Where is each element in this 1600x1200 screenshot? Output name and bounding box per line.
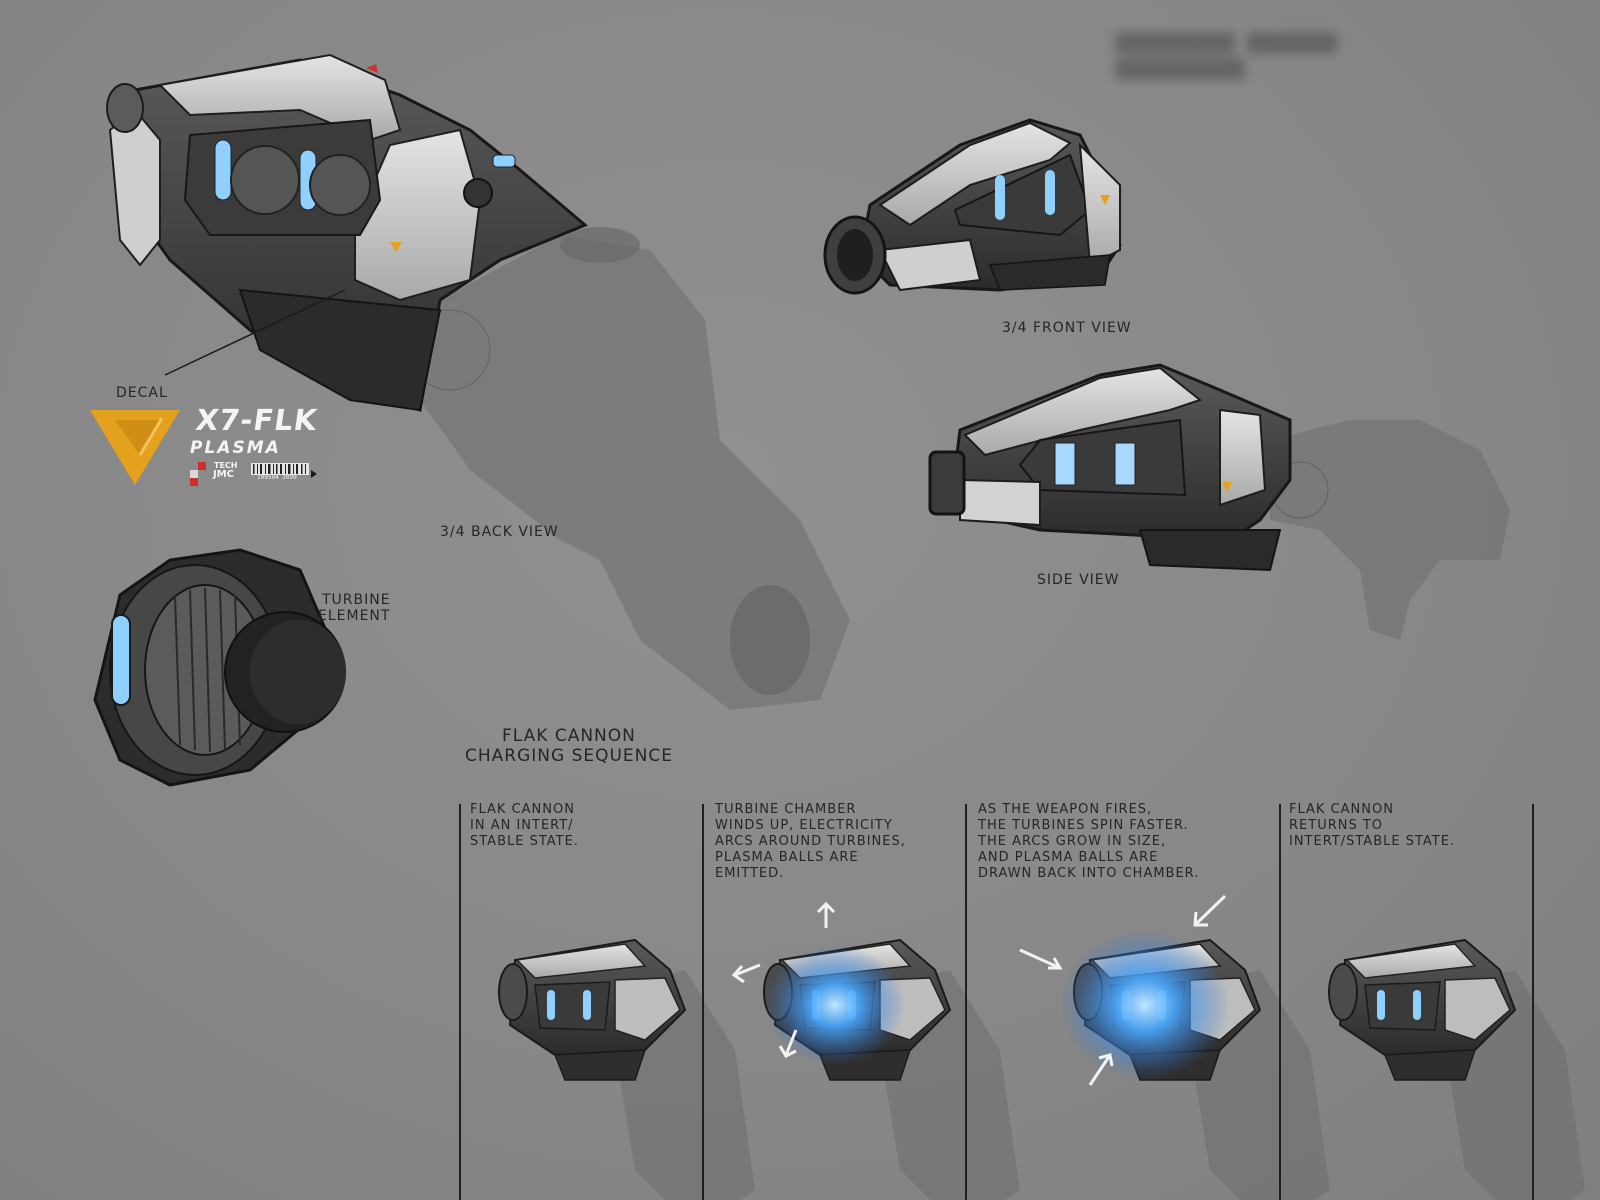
caption-line: RETURNS TO	[1289, 818, 1384, 833]
caption-line: ARCS AROUND TURBINES,	[715, 834, 906, 849]
sequence-panel-2-art	[763, 939, 1020, 1200]
caption-line: INTERT/STABLE STATE.	[1289, 834, 1456, 849]
decal-tech-mark	[190, 462, 206, 486]
front-view-cannon	[823, 118, 1122, 295]
caption-line: EMITTED.	[715, 866, 785, 881]
caption-line: THE ARCS GROW IN SIZE,	[978, 834, 1167, 849]
decal-chevron-icon	[90, 410, 180, 485]
panel-divider	[1532, 804, 1534, 1200]
decal-barcode-number: 199504 2099	[257, 474, 297, 481]
arrow-icon	[1019, 894, 1227, 1086]
sequence-panel-1-caption: FLAK CANNON IN AN INTERT/ STABLE STATE.	[470, 802, 579, 850]
turbine-label-line1: TURBINE	[322, 592, 391, 608]
sequence-panel-3-caption: AS THE WEAPON FIRES, THE TURBINES SPIN F…	[978, 802, 1199, 882]
caption-line: AS THE WEAPON FIRES,	[978, 802, 1153, 817]
sequence-title-line1: FLAK CANNON	[502, 726, 636, 746]
back-view-grip	[409, 227, 850, 710]
caption-line: TURBINE CHAMBER	[715, 802, 857, 817]
sequence-panel-1-art	[498, 939, 755, 1200]
caption-line: AND PLASMA BALLS ARE	[978, 850, 1159, 865]
decal-subtitle: PLASMA	[190, 438, 281, 458]
caption-line: WINDS UP, ELECTRICITY	[715, 818, 893, 833]
caption-line: DRAWN BACK INTO CHAMBER.	[978, 866, 1200, 881]
redacted-title	[1115, 32, 1487, 80]
side-view-grip	[1270, 420, 1510, 640]
panel-divider	[459, 804, 461, 1200]
caption-line: FLAK CANNON	[1289, 802, 1394, 817]
arrow-icon	[731, 901, 836, 1058]
panel-divider	[965, 804, 967, 1200]
sequence-panel-4-caption: FLAK CANNON RETURNS TO INTERT/STABLE STA…	[1289, 802, 1455, 850]
decal-tech-line1: TECH	[214, 461, 238, 470]
panel-divider	[702, 804, 704, 1200]
caption-line: FLAK CANNON	[470, 802, 575, 817]
sequence-title-line2: CHARGING SEQUENCE	[465, 746, 674, 766]
sequence-panel-4-art	[1328, 939, 1585, 1200]
decal-leader-line	[164, 289, 346, 376]
caption-line: IN AN INTERT/	[470, 818, 574, 833]
panel-divider	[1279, 804, 1281, 1200]
decal-label: DECAL	[116, 385, 168, 401]
decal-tech-line2: JMC	[213, 469, 235, 480]
caption-line: PLASMA BALLS ARE	[715, 850, 859, 865]
side-view-label: SIDE VIEW	[1037, 572, 1120, 588]
side-view-cannon	[928, 363, 1292, 572]
turbine-icon	[93, 548, 346, 787]
caption-line: STABLE STATE.	[470, 834, 579, 849]
front-view-label: 3/4 FRONT VIEW	[1002, 320, 1132, 336]
sequence-panel-3-art	[1060, 930, 1330, 1200]
sequence-panel-2-caption: TURBINE CHAMBER WINDS UP, ELECTRICITY AR…	[715, 802, 906, 882]
turbine-label-line2: ELEMENT	[318, 608, 391, 624]
barcode-icon	[251, 463, 317, 478]
back-view-cannon	[106, 53, 588, 412]
caption-line: THE TURBINES SPIN FASTER.	[978, 818, 1189, 833]
decal-name: X7-FLK	[193, 403, 320, 437]
back-view-label: 3/4 BACK VIEW	[440, 524, 559, 540]
